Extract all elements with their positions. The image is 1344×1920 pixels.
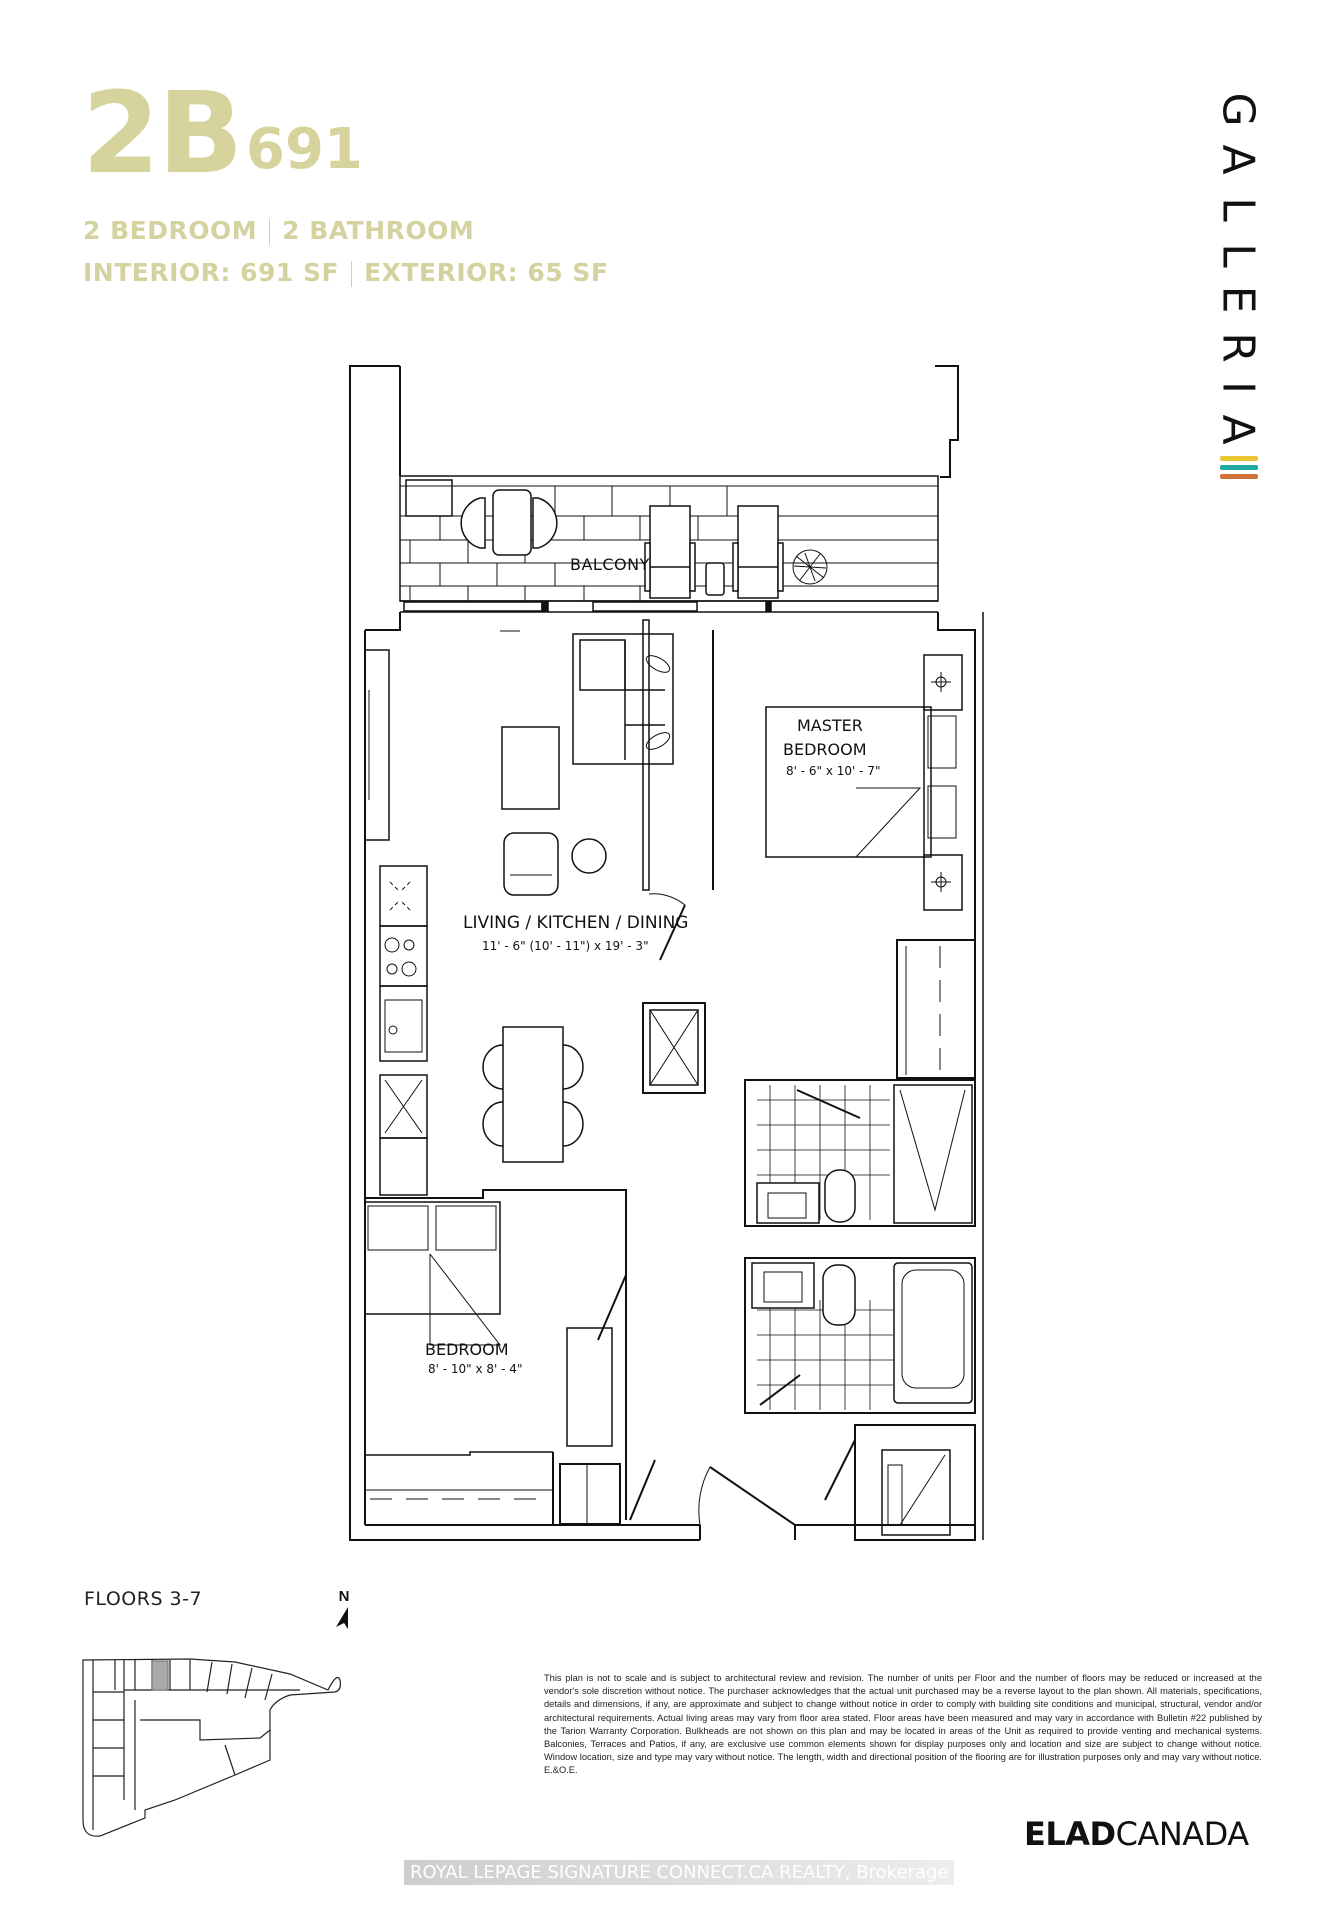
unit-rooms: 2 BEDROOM 2 BATHROOM: [83, 216, 474, 245]
room-label-living: LIVING / KITCHEN / DINING: [463, 913, 688, 933]
divider: [351, 261, 353, 287]
room-dims-master: 8' - 6" x 10' - 7": [786, 764, 880, 778]
living-room: [364, 619, 686, 961]
legal-disclaimer: This plan is not to scale and is subject…: [544, 1673, 1262, 1776]
unit-code: 2B: [82, 69, 243, 199]
room-label-bedroom: BEDROOM: [425, 1340, 509, 1359]
interior-area: INTERIOR: 691 SF: [83, 258, 340, 287]
floors-label: FLOORS 3-7: [84, 1588, 203, 1610]
exterior-area: EXTERIOR: 65 SF: [364, 258, 609, 287]
second-bedroom: [364, 1189, 656, 1525]
unit-areas: INTERIOR: 691 SF EXTERIOR: 65 SF: [83, 258, 608, 287]
room-label-master-2: BEDROOM: [783, 740, 867, 759]
dining: [482, 1026, 584, 1163]
room-label-balcony: BALCONY: [570, 555, 650, 574]
building-keyplan: [80, 1655, 350, 1845]
floor-plan: BALCONY: [340, 360, 990, 1560]
galleria-logo: G A L L E R I A: [1208, 84, 1268, 484]
developer-logo: ELADCANADA: [1024, 1815, 1249, 1853]
divider: [269, 219, 271, 245]
bathroom-count: 2 BATHROOM: [282, 216, 475, 245]
north-label: N: [338, 1588, 350, 1605]
north-arrow-icon: [336, 1607, 348, 1629]
brokerage-watermark: ROYAL LEPAGE SIGNATURE CONNECT.CA REALTY…: [404, 1860, 955, 1885]
room-dims-living: 11' - 6" (10' - 11") x 19' - 3": [482, 939, 649, 953]
bedroom-count: 2 BEDROOM: [83, 216, 258, 245]
north-arrow: N: [332, 1588, 356, 1638]
ensuite-bath: [744, 1079, 976, 1227]
room-label-master: MASTER: [797, 716, 863, 735]
developer-logo-bold: ELAD: [1024, 1815, 1116, 1853]
balcony: [399, 475, 939, 602]
unit-number: 691: [246, 117, 363, 182]
logo-stripes-icon: [1220, 456, 1258, 479]
main-bath: [744, 1257, 976, 1414]
master-bedroom: [712, 630, 976, 1079]
room-dims-bedroom: 8' - 10" x 8' - 4": [428, 1362, 522, 1376]
kitchen: [379, 865, 428, 1196]
logo-letter: A: [1212, 414, 1264, 445]
developer-logo-light: CANADA: [1115, 1815, 1250, 1853]
